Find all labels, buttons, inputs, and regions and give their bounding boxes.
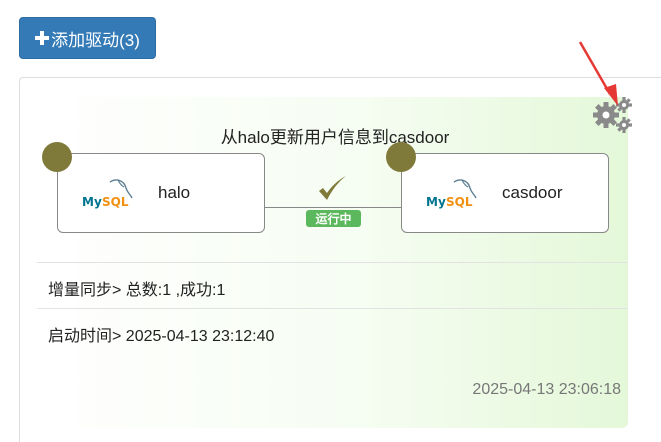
- source-node[interactable]: My SQL halo: [57, 153, 265, 233]
- svg-text:My: My: [426, 195, 446, 209]
- divider: [37, 262, 628, 263]
- status-badge: 运行中: [306, 210, 361, 227]
- svg-text:My: My: [82, 195, 102, 209]
- mysql-logo: My SQL: [82, 179, 133, 209]
- mysql-logo: My SQL: [426, 179, 477, 209]
- svg-text:SQL: SQL: [446, 195, 473, 209]
- task-title: 从halo更新用户信息到casdoor: [220, 128, 450, 147]
- updated-time: 2025-04-13 23:06:18: [472, 381, 621, 398]
- node-connector: [265, 207, 401, 208]
- source-node-handle[interactable]: [42, 142, 72, 172]
- sync-stats: 增量同步> 总数:1 ,成功:1: [48, 282, 226, 299]
- check-icon: [319, 176, 346, 200]
- add-driver-label: 添加驱动(3): [51, 30, 140, 50]
- svg-text:SQL: SQL: [102, 195, 129, 209]
- divider: [37, 308, 628, 309]
- target-node[interactable]: My SQL casdoor: [401, 153, 609, 233]
- start-time: 启动时间> 2025-04-13 23:12:40: [48, 328, 275, 345]
- annotation-arrow-icon: [578, 41, 618, 106]
- source-node-label: halo: [158, 183, 191, 202]
- gear-icon[interactable]: [590, 95, 634, 135]
- target-node-label: casdoor: [502, 183, 563, 202]
- add-driver-button[interactable]: 添加驱动(3): [19, 17, 156, 59]
- plus-icon: [35, 31, 50, 45]
- target-node-handle[interactable]: [386, 142, 416, 172]
